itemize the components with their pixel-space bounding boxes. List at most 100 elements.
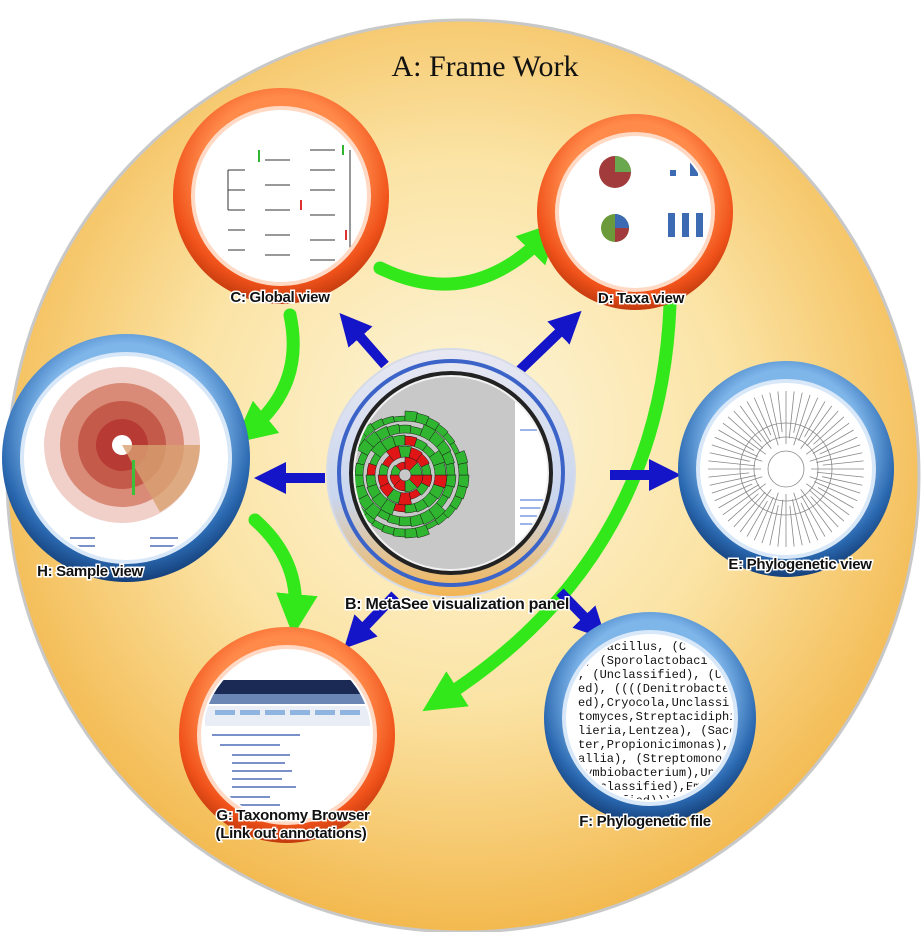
tree-ring <box>753 436 819 502</box>
global-view-tree-thumbnail <box>227 145 351 261</box>
phylogenetic-file-label: F: Phylogenetic file <box>579 813 711 830</box>
sunburst-segment <box>454 485 468 500</box>
tree-branch <box>746 500 768 537</box>
phylo-file-line: tomyces,Streptacidiphilus)), <box>578 710 780 724</box>
tree-ring <box>767 450 805 488</box>
taxa-view-label: D: Taxa view <box>598 290 685 307</box>
tree-branch <box>805 422 850 455</box>
sunburst-segment <box>404 410 418 423</box>
sunburst-segment <box>364 431 382 448</box>
tree-branch <box>711 444 763 462</box>
sunburst-segment <box>449 495 463 510</box>
sunburst-segment <box>441 450 455 466</box>
sunburst-segment <box>422 492 438 508</box>
sunburst-segment <box>355 484 369 500</box>
sunburst-segment <box>386 488 402 504</box>
sunburst-segment <box>442 504 457 519</box>
tree-branch <box>722 422 767 455</box>
sunburst-segment <box>428 483 445 500</box>
tree-branch <box>822 476 863 486</box>
metasee-panel-label: B: MetaSee visualization panel <box>345 596 569 613</box>
tree-branch <box>805 483 850 516</box>
sunburst-segment <box>393 415 406 423</box>
sample-view-label: H: Sample view <box>37 563 143 580</box>
arrow-center-to-taxonomy <box>343 591 399 649</box>
sunburst-segment <box>386 424 401 437</box>
phylo-file-line: lieria,Lentzea), (Saccharomo <box>578 724 780 738</box>
sunburst-segment <box>365 474 377 488</box>
node-metasee-panel: B: MetaSee visualization panel <box>326 348 576 615</box>
tree-branch <box>733 410 762 442</box>
sunburst-segment <box>393 478 406 492</box>
tree-branch <box>722 483 767 516</box>
sunburst-segment <box>457 462 469 476</box>
sunburst-segment <box>408 447 423 462</box>
tree-branch <box>813 416 845 445</box>
sunburst-segment <box>381 415 395 426</box>
tree-branch <box>769 392 780 439</box>
metasee-sunburst <box>355 410 470 539</box>
node-phylogenetic-view: E: Phylogenetic view <box>678 361 894 577</box>
sunburst-segment <box>386 513 401 525</box>
sunburst-segment <box>434 512 448 526</box>
tree-branch <box>769 505 779 546</box>
sunburst-segment <box>419 509 436 525</box>
sunburst-segment <box>380 435 397 452</box>
phylo-file-line: ed),Cryocola,Unclassified), <box>578 696 772 710</box>
phylo-file-line: (Unclassified),Emped <box>578 780 722 794</box>
blue-arrows <box>253 310 682 649</box>
phylo-radial-tree-thumbnail <box>708 391 864 547</box>
green-arrows <box>233 221 677 712</box>
sunburst-segment <box>366 483 382 499</box>
phylo-file-line: , (Unclassified), (Uncla <box>578 668 751 682</box>
framework-title: A: Frame Work <box>391 50 578 83</box>
sunburst-segment <box>415 453 430 468</box>
tree-branch <box>822 460 864 466</box>
arrow-global-to-sample <box>233 308 300 444</box>
tree-branch <box>816 471 864 478</box>
phylo-file-line: ed), ((((Denitrobacterium, <box>578 682 765 696</box>
sunburst-segment <box>404 527 418 539</box>
sunburst-segment <box>392 434 406 447</box>
sunburst-segment <box>370 418 385 431</box>
tree-branch <box>739 488 772 533</box>
tree-branch <box>806 410 839 447</box>
sunburst-segment <box>355 462 365 476</box>
tree-branch <box>753 497 774 541</box>
sunburst-segment <box>434 423 449 438</box>
sunburst-segment <box>404 478 418 493</box>
sunburst-segment <box>389 474 402 486</box>
sunburst-segment <box>377 474 390 488</box>
phylo-file-line: allia), (Streptomonospora, <box>578 752 765 766</box>
tree-branch <box>817 487 854 509</box>
tree-branch <box>793 394 811 446</box>
sunburst-segment <box>436 440 452 456</box>
sunburst-segment <box>381 524 395 536</box>
tree-branch <box>777 391 783 433</box>
tree-branch <box>709 452 750 462</box>
tree-branch <box>804 401 826 438</box>
sunburst-segment <box>413 498 429 513</box>
tree-branch <box>746 401 771 443</box>
sunburst-segment <box>408 462 423 476</box>
tree-branch <box>739 405 772 450</box>
sunburst-segment <box>425 417 440 431</box>
tree-branch <box>718 429 755 451</box>
arrow-center-to-taxa <box>516 310 582 374</box>
tree-branch <box>809 444 861 462</box>
tree-branch <box>809 476 861 494</box>
sunburst-segment <box>415 412 430 426</box>
tree-branch <box>801 495 826 537</box>
sunburst-segment <box>415 482 429 496</box>
phylo-file-line: ter,Propionicimonas), ((Uncl <box>578 738 780 752</box>
sunburst-segment <box>415 524 430 539</box>
phylo-file-line: ), (Sporolactobacill <box>578 654 722 668</box>
sunburst-segment <box>404 435 418 447</box>
node-taxonomy-browser: G: Taxonomy Browser (Link out annotation… <box>179 627 395 844</box>
taxonomy-browser-label: G: Taxonomy Browser <box>216 807 370 824</box>
sunburst-segment <box>457 474 470 488</box>
node-phylogenetic-file: inibacillus, (C), (Sporolactobacill, (Un… <box>544 612 780 832</box>
tree-branch <box>733 491 766 528</box>
sunburst-segment <box>371 519 385 531</box>
tree-branch <box>727 493 759 522</box>
